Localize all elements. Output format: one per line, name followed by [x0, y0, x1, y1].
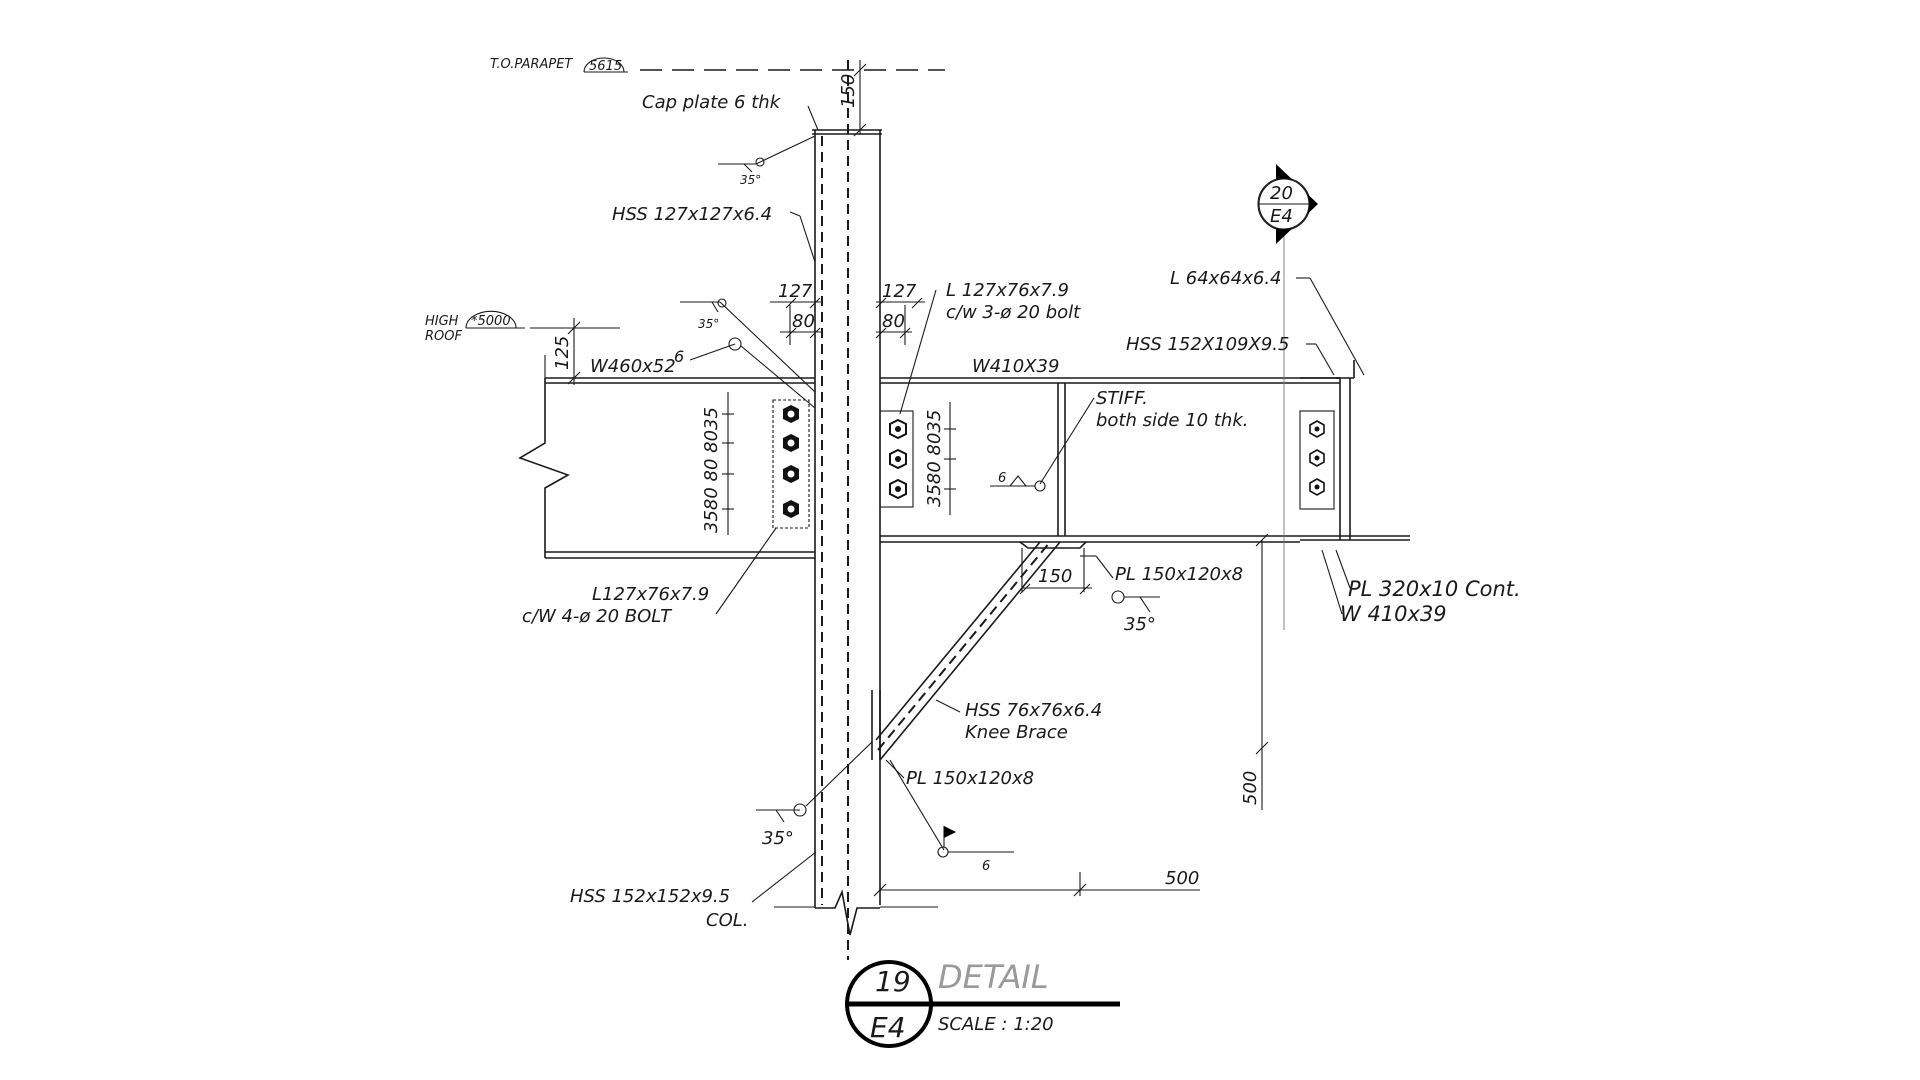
bolt-icon	[1309, 420, 1325, 438]
stiffener-callout: STIFF. both side 10 thk. 6	[990, 388, 1248, 492]
cap-plate-dimension: 150	[838, 60, 867, 137]
left-127-value: 127	[778, 281, 813, 302]
bolt-icon	[889, 448, 907, 470]
bolt-icon	[1309, 449, 1325, 467]
section-marker: 20 E4	[1257, 164, 1318, 244]
hss-column-top-callout: HSS 127x127x6.4	[612, 204, 816, 263]
left-angle-callout: L127x76x7.9 c/W 4-ø 20 BOLT	[522, 527, 777, 627]
parapet-elevation-marker: T.O.PARAPET 5615	[490, 57, 945, 74]
stiffener-label-line2: both side 10 thk.	[1096, 410, 1248, 431]
knee-brace-label-line2: Knee Brace	[965, 722, 1068, 743]
w460-label: W460x52	[590, 356, 676, 377]
weld-symbol-bottom: 35°	[756, 741, 873, 849]
left-bolt-spacing-dimension: 3580 80 8035	[701, 392, 734, 535]
cap-plate-callout: Cap plate 6 thk	[642, 92, 819, 131]
angle-64-label: L 64x64x6.4	[1170, 268, 1282, 289]
left-angle-label-line2: c/W 4-ø 20 BOLT	[522, 606, 673, 627]
left-80-value: 80	[792, 311, 815, 332]
pl-150x120-top-callout: PL 150x120x8 35°	[1080, 555, 1243, 635]
knee-brace-callout: HSS 76x76x6.4 Knee Brace	[935, 699, 1102, 743]
right-end-connection	[1283, 220, 1410, 630]
bolt-icon	[783, 465, 799, 483]
title-block: 19 E4 DETAIL SCALE : 1:20	[845, 958, 1120, 1048]
cap-plate-label: Cap plate 6 thk	[642, 92, 782, 113]
pl-150x120-top-label: PL 150x120x8	[1115, 564, 1243, 585]
cap-plate-dim-value: 150	[838, 74, 859, 108]
bolt-icon	[889, 418, 907, 440]
vertical-500-dimension: 500	[1240, 533, 1269, 810]
weld-35-bottom-value: 35°	[762, 828, 794, 849]
roof-125-dimension: 125	[552, 318, 581, 385]
knee-brace	[871, 541, 1087, 761]
weld-symbol-mid: 35° 6	[674, 298, 816, 409]
hss-column	[812, 60, 882, 960]
section-marker-number: 20	[1270, 183, 1293, 204]
horizontal-500-dimension: 500	[774, 868, 1200, 908]
right-80-value: 80	[882, 311, 905, 332]
high-roof-label-line2: ROOF	[425, 329, 462, 344]
roof-125-value: 125	[552, 336, 573, 370]
left-angle-clip	[772, 399, 810, 529]
hss-col-bottom-callout: HSS 152x152x9.5 COL.	[570, 851, 817, 931]
detail-title: DETAIL	[938, 958, 1049, 996]
hss-col-label-line2: COL.	[706, 910, 749, 931]
hss-152x109-label: HSS 152X109X9.5	[1126, 334, 1289, 355]
detail-sheet: E4	[870, 1011, 906, 1044]
brace-150-value: 150	[1038, 566, 1072, 587]
parapet-value: 5615	[589, 59, 622, 74]
high-roof-elevation-marker: HIGH ROOF *5000	[425, 310, 620, 344]
pl-150x120-bottom-label: PL 150x120x8	[906, 768, 1034, 789]
weld-35-right-value: 35°	[1124, 614, 1156, 635]
hss-152x109-callout: HSS 152X109X9.5	[1126, 334, 1335, 376]
w410-top-label: W410X39	[972, 356, 1059, 377]
left-angle-label-line1: L127x76x7.9	[592, 584, 709, 605]
weld-35-mid-value: 35°	[698, 317, 719, 331]
left-beam-w460: W460x52	[518, 355, 815, 559]
knee-brace-label-line1: HSS 76x76x6.4	[965, 700, 1102, 721]
weld-6-bottom-value: 6	[982, 859, 990, 874]
bolt-icon	[1309, 478, 1325, 496]
bolt-icon	[783, 434, 799, 452]
high-roof-value: *5000	[471, 314, 511, 329]
right-beam-w410: W410X39	[880, 356, 1340, 543]
w410-bottom-label: W 410x39	[1340, 602, 1447, 626]
weld-35-top-value: 35°	[740, 173, 761, 187]
detail-number: 19	[875, 965, 911, 998]
weld-6-mid-value: 6	[998, 471, 1006, 486]
right-angle-callout: L 127x76x7.9 c/w 3-ø 20 bolt	[899, 280, 1081, 415]
right-top-dimensions: 127 80	[875, 281, 925, 345]
pl-150x120-bottom-callout: PL 150x120x8 6	[885, 759, 1034, 874]
bolt-icon	[783, 405, 799, 423]
high-roof-label-line1: HIGH	[425, 314, 459, 329]
right-127-value: 127	[882, 281, 917, 302]
weld-6-left-value: 6	[674, 347, 684, 366]
hss-col-label-line1: HSS 152x152x9.5	[570, 886, 730, 907]
parapet-label: T.O.PARAPET	[490, 57, 573, 72]
right-angle-clip	[879, 410, 914, 508]
horizontal-500-value: 500	[1165, 868, 1199, 889]
pl-320-callout: PL 320x10 Cont. W 410x39	[1321, 549, 1521, 626]
right-bolt-spacing-value: 3580 8035	[924, 410, 945, 507]
left-bolt-spacing-value: 3580 80 8035	[701, 407, 722, 533]
right-angle-label-line2: c/w 3-ø 20 bolt	[946, 302, 1081, 323]
bolt-icon	[889, 478, 907, 500]
right-bolt-spacing-dimension: 3580 8035	[924, 402, 956, 515]
detail-scale: SCALE : 1:20	[938, 1014, 1054, 1035]
pl-320-label: PL 320x10 Cont.	[1348, 577, 1521, 601]
stiffener-label-line1: STIFF.	[1096, 388, 1148, 409]
hss-column-top-label: HSS 127x127x6.4	[612, 204, 772, 225]
weld-symbol-top: 35°	[718, 135, 816, 187]
brace-150-dimension: 150	[1019, 548, 1092, 595]
bolt-icon	[783, 500, 799, 518]
section-marker-sheet: E4	[1270, 206, 1293, 227]
vertical-500-value: 500	[1240, 771, 1261, 805]
right-angle-label-line1: L 127x76x7.9	[946, 280, 1069, 301]
left-top-dimensions: 127 80	[770, 281, 822, 345]
angle-64-callout: L 64x64x6.4	[1170, 268, 1365, 376]
